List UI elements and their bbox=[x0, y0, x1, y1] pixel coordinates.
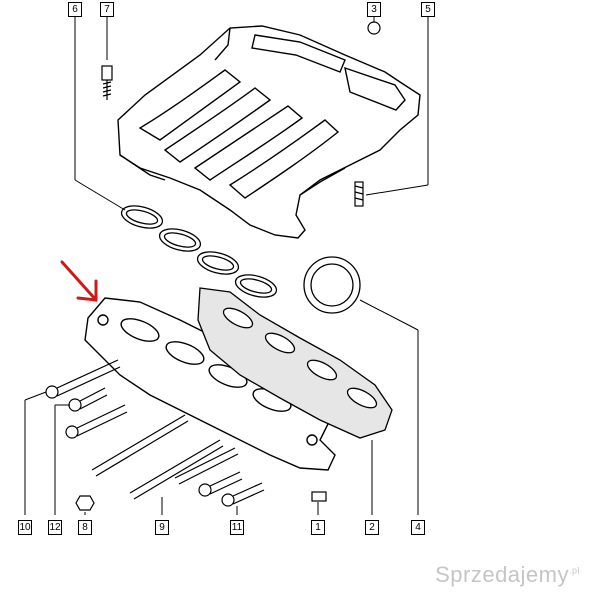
highlight-arrow bbox=[60, 260, 98, 302]
gasket-ring-3 bbox=[196, 251, 240, 275]
clip-1 bbox=[311, 491, 327, 502]
callout-3: 3 bbox=[367, 2, 381, 17]
callout-6: 6 bbox=[68, 2, 82, 17]
bolt-12 bbox=[68, 387, 108, 412]
callout-5: 5 bbox=[421, 2, 435, 17]
stud-9c bbox=[174, 447, 239, 485]
bolt-11b bbox=[221, 482, 265, 507]
watermark-suffix: .pl bbox=[568, 565, 580, 576]
callout-4: 4 bbox=[411, 520, 425, 535]
lower-manifold-gasket bbox=[197, 287, 393, 439]
callout-10: 10 bbox=[18, 520, 32, 535]
callout-11: 11 bbox=[230, 520, 244, 535]
nut-8 bbox=[75, 495, 95, 511]
throttle-gasket bbox=[303, 256, 361, 314]
callout-9: 9 bbox=[155, 520, 169, 535]
gasket-ring-1 bbox=[120, 205, 164, 229]
upper-gaskets bbox=[120, 205, 361, 314]
upper-intake-manifold bbox=[117, 25, 421, 239]
gasket-ring-2 bbox=[158, 228, 202, 252]
callout-7: 7 bbox=[100, 2, 114, 17]
callout-2: 2 bbox=[365, 520, 379, 535]
bolt-11a bbox=[198, 471, 243, 497]
leader-lines bbox=[24, 17, 429, 515]
lower-bolts bbox=[45, 359, 327, 511]
callout-12: 12 bbox=[48, 520, 62, 535]
callout-8: 8 bbox=[78, 520, 92, 535]
watermark-text: Sprzedajemy bbox=[435, 562, 569, 587]
gasket-ring-4 bbox=[234, 274, 278, 298]
bolt-12b bbox=[65, 404, 128, 439]
bolt-10 bbox=[45, 359, 121, 399]
watermark: Sprzedajemy.pl bbox=[435, 562, 580, 588]
callout-1: 1 bbox=[311, 520, 325, 535]
stud-9b bbox=[129, 439, 224, 500]
stud-9a bbox=[91, 414, 189, 477]
